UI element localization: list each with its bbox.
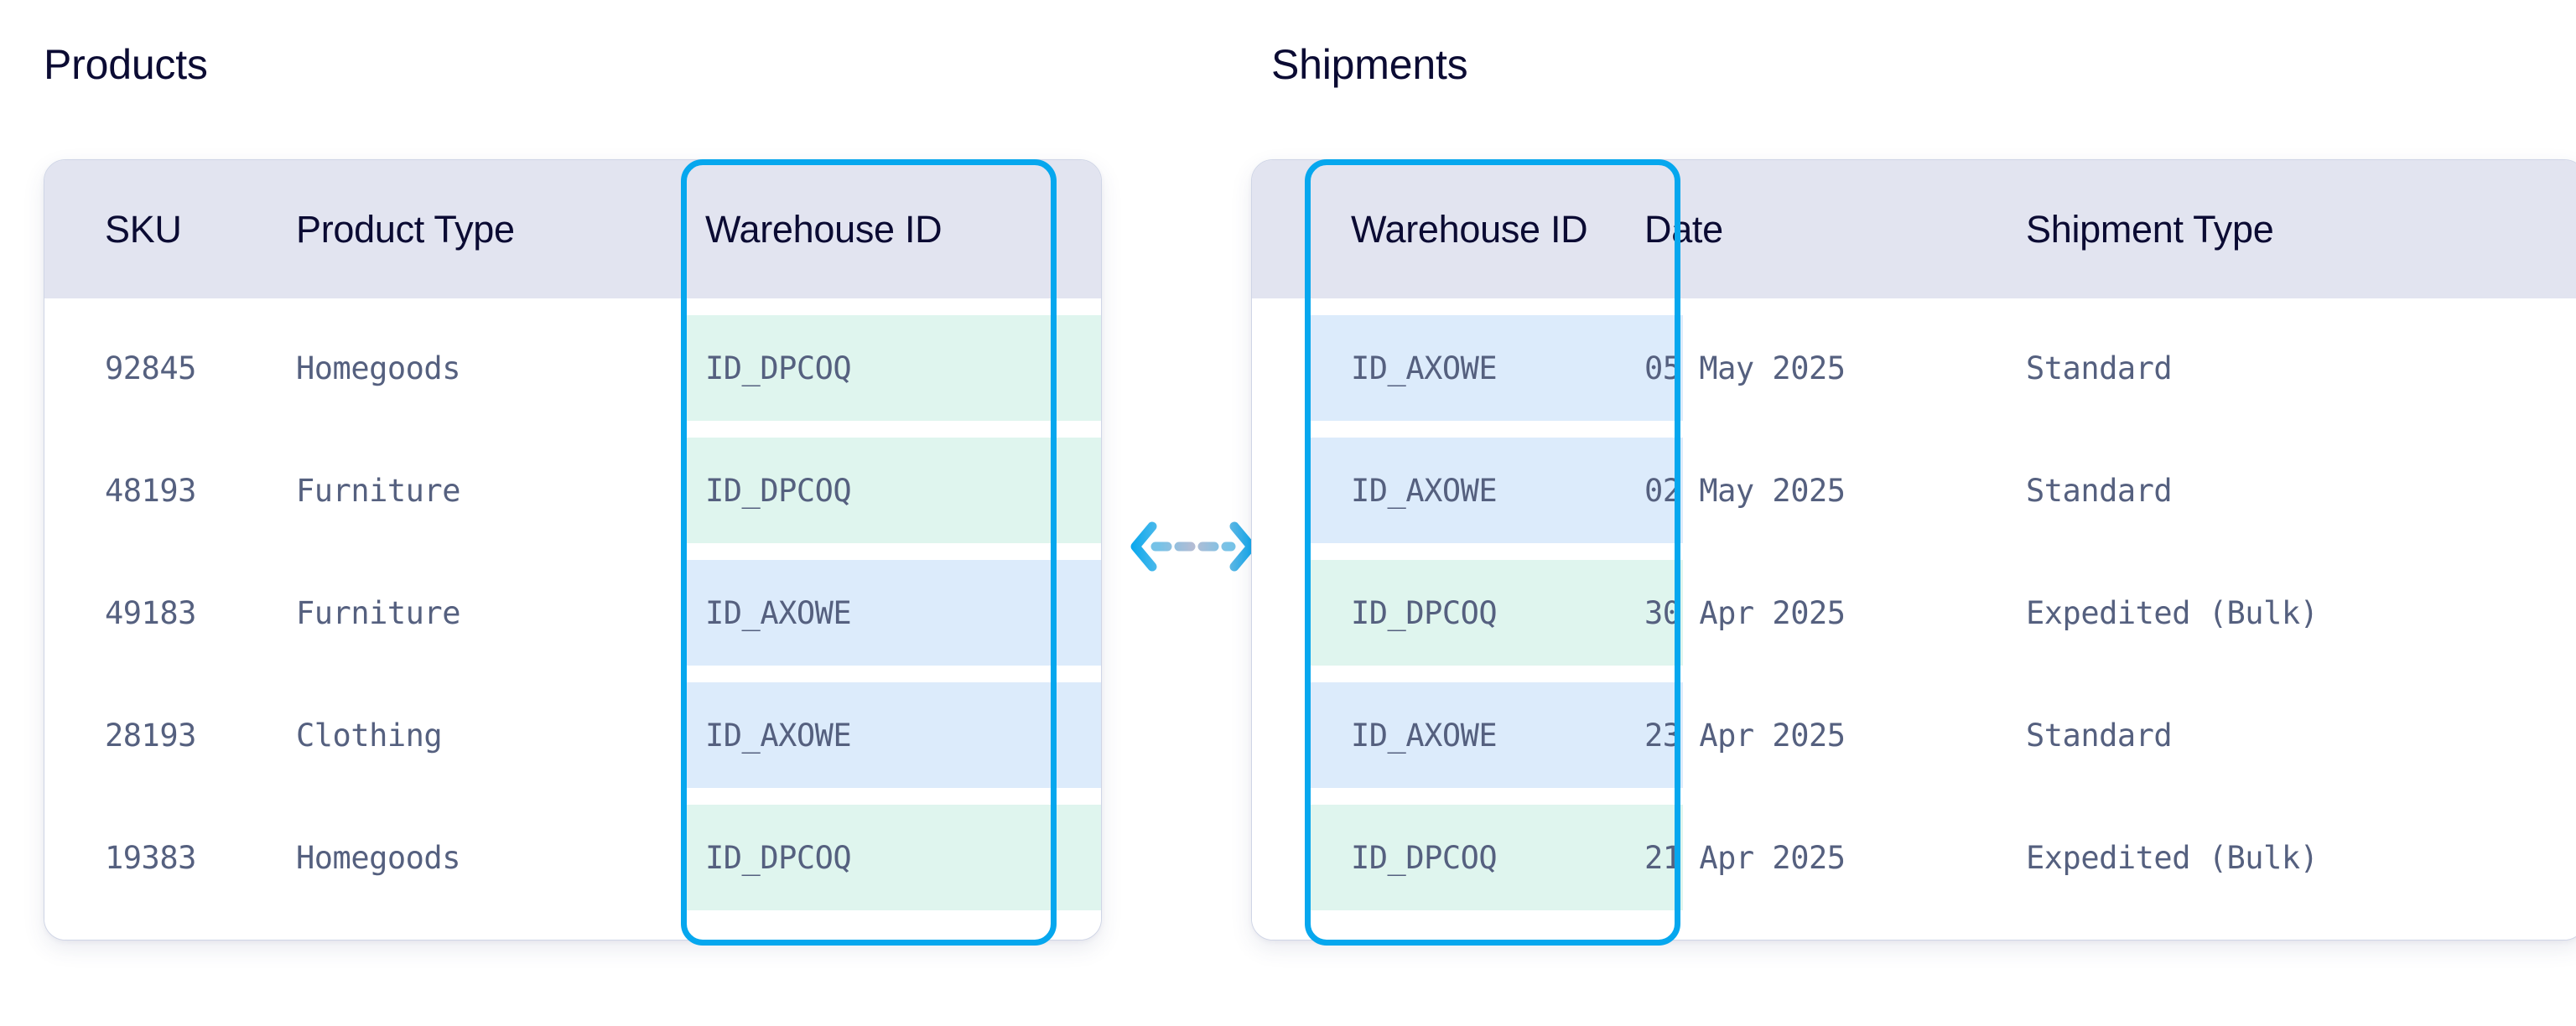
- shipments-header-band: Warehouse ID Date Shipment Type: [1252, 160, 2576, 298]
- table-row[interactable]: 19383 Homegoods ID_DPCOQ: [44, 805, 1101, 910]
- products-header-row: SKU Product Type Warehouse ID: [44, 160, 1101, 298]
- shipments-cell-warehouse-id: ID_AXOWE: [1351, 472, 1498, 509]
- products-column-header-warehouse-id: Warehouse ID: [705, 207, 943, 251]
- products-cell-sku: 28193: [105, 717, 196, 754]
- products-cell-warehouse-id: ID_AXOWE: [705, 717, 852, 754]
- shipments-cell-shipment-type: Expedited (Bulk): [2026, 839, 2319, 876]
- shipments-cell-warehouse-id: ID_AXOWE: [1351, 350, 1498, 386]
- shipments-cell-warehouse-id: ID_AXOWE: [1351, 717, 1498, 754]
- products-cell-warehouse-id: ID_DPCOQ: [705, 472, 852, 509]
- shipments-match-band: [1306, 682, 1683, 788]
- products-cell-product-type: Homegoods: [296, 350, 460, 386]
- products-table-card: SKU Product Type Warehouse ID 92845 Home…: [44, 159, 1102, 940]
- shipments-cell-date: 05 May 2025: [1644, 350, 1846, 386]
- table-row[interactable]: ID_AXOWE 23 Apr 2025 Standard: [1252, 682, 2576, 788]
- products-match-band: [682, 438, 1101, 543]
- shipments-column-header-shipment-type: Shipment Type: [2026, 207, 2274, 251]
- shipments-cell-shipment-type: Standard: [2026, 472, 2173, 509]
- table-row[interactable]: ID_DPCOQ 21 Apr 2025 Expedited (Bulk): [1252, 805, 2576, 910]
- shipments-header-row: Warehouse ID Date Shipment Type: [1252, 160, 2576, 298]
- shipments-cell-warehouse-id: ID_DPCOQ: [1351, 594, 1498, 631]
- shipments-table-body: ID_AXOWE 05 May 2025 Standard ID_AXOWE 0…: [1252, 298, 2576, 940]
- shipments-cell-date: 23 Apr 2025: [1644, 717, 1846, 754]
- shipments-table-card: Warehouse ID Date Shipment Type ID_AXOWE…: [1251, 159, 2576, 940]
- products-cell-product-type: Homegoods: [296, 839, 460, 876]
- table-row[interactable]: 48193 Furniture ID_DPCOQ: [44, 438, 1101, 543]
- table-row[interactable]: 92845 Homegoods ID_DPCOQ: [44, 315, 1101, 421]
- products-header-band: SKU Product Type Warehouse ID: [44, 160, 1101, 298]
- shipments-cell-date: 30 Apr 2025: [1644, 594, 1846, 631]
- shipments-match-band: [1306, 315, 1683, 421]
- products-cell-warehouse-id: ID_DPCOQ: [705, 350, 852, 386]
- products-match-band: [682, 805, 1101, 910]
- products-cell-product-type: Furniture: [296, 472, 460, 509]
- products-cell-product-type: Clothing: [296, 717, 443, 754]
- shipments-column-header-date: Date: [1644, 207, 1723, 251]
- products-title: Products: [44, 41, 208, 88]
- table-row[interactable]: 49183 Furniture ID_AXOWE: [44, 560, 1101, 666]
- shipments-cell-shipment-type: Standard: [2026, 717, 2173, 754]
- products-cell-sku: 48193: [105, 472, 196, 509]
- table-row[interactable]: 28193 Clothing ID_AXOWE: [44, 682, 1101, 788]
- table-row[interactable]: ID_DPCOQ 30 Apr 2025 Expedited (Bulk): [1252, 560, 2576, 666]
- products-cell-warehouse-id: ID_AXOWE: [705, 594, 852, 631]
- products-cell-product-type: Furniture: [296, 594, 460, 631]
- products-cell-sku: 92845: [105, 350, 196, 386]
- shipments-cell-warehouse-id: ID_DPCOQ: [1351, 839, 1498, 876]
- shipments-match-band: [1306, 560, 1683, 666]
- bidirectional-dashed-arrow-icon: [1130, 513, 1256, 580]
- products-cell-warehouse-id: ID_DPCOQ: [705, 839, 852, 876]
- products-match-band: [682, 682, 1101, 788]
- products-cell-sku: 49183: [105, 594, 196, 631]
- products-match-band: [682, 315, 1101, 421]
- table-row[interactable]: ID_AXOWE 02 May 2025 Standard: [1252, 438, 2576, 543]
- table-row[interactable]: ID_AXOWE 05 May 2025 Standard: [1252, 315, 2576, 421]
- products-match-band: [682, 560, 1101, 666]
- shipments-match-band: [1306, 438, 1683, 543]
- shipments-cell-date: 02 May 2025: [1644, 472, 1846, 509]
- products-table-body: 92845 Homegoods ID_DPCOQ 48193 Furniture…: [44, 298, 1101, 940]
- shipments-cell-date: 21 Apr 2025: [1644, 839, 1846, 876]
- products-column-header-sku: SKU: [105, 207, 182, 251]
- products-column-header-product-type: Product Type: [296, 207, 515, 251]
- shipments-cell-shipment-type: Expedited (Bulk): [2026, 594, 2319, 631]
- shipments-column-header-warehouse-id: Warehouse ID: [1351, 207, 1588, 251]
- shipments-title: Shipments: [1271, 41, 1468, 88]
- shipments-cell-shipment-type: Standard: [2026, 350, 2173, 386]
- products-cell-sku: 19383: [105, 839, 196, 876]
- shipments-match-band: [1306, 805, 1683, 910]
